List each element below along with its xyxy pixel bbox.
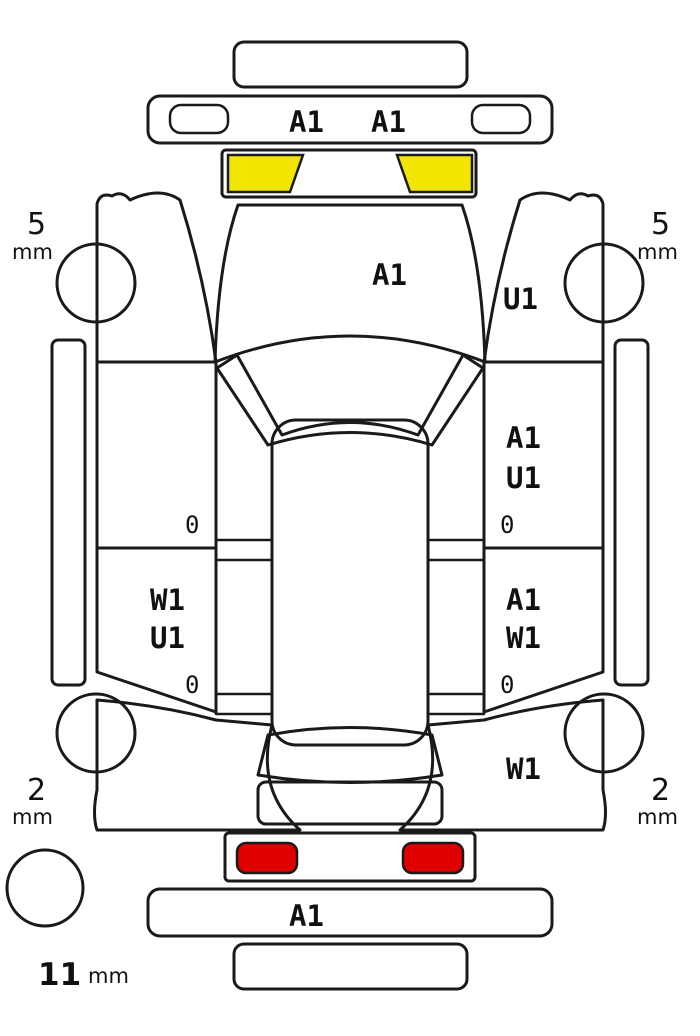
right-c-pillar	[426, 692, 486, 716]
right-side-sill	[613, 338, 650, 687]
front-right-tire	[563, 242, 645, 324]
damage-code-right-front-door-2: U1	[506, 461, 541, 495]
tire-unit-front-right: mm	[637, 240, 678, 264]
front-left-tire	[55, 242, 137, 324]
roof	[270, 418, 430, 747]
left-b-pillar	[214, 538, 274, 562]
damage-code-left-rear-door-1: W1	[150, 583, 185, 617]
tire-depth-rear-right: 2	[651, 773, 670, 808]
left-front-fender	[95, 191, 218, 364]
spare-tire	[5, 848, 85, 928]
tire-unit-rear-right: mm	[637, 805, 678, 829]
rear-right-tire	[563, 692, 645, 774]
left-rear-quarter	[93, 698, 302, 832]
taillight-right	[401, 841, 465, 875]
rear-panel	[223, 831, 477, 883]
right-rear-door	[482, 546, 605, 714]
hood	[213, 203, 487, 364]
rear-window	[256, 726, 444, 784]
fog-lamp-left	[168, 103, 230, 135]
fog-lamp-right	[470, 103, 532, 135]
right-rear-quarter	[398, 698, 607, 832]
headlight-right	[395, 153, 474, 194]
rear-end-panel	[232, 942, 469, 991]
trunk-lid	[256, 780, 444, 826]
front-grille	[220, 148, 478, 199]
headlight-left	[226, 153, 305, 194]
rear-bumper	[146, 887, 554, 938]
door-handle-mark: 0	[500, 671, 514, 699]
damage-code-right-front-fender: U1	[503, 282, 538, 316]
taillight-left	[235, 841, 299, 875]
damage-code-right-rear-door-1: A1	[506, 583, 541, 617]
tire-depth-front-left: 5	[27, 207, 46, 242]
door-handle-mark: 0	[185, 511, 199, 539]
left-side-sill	[50, 338, 87, 687]
tire-unit-front-left: mm	[12, 240, 53, 264]
damage-code-hood: A1	[372, 258, 407, 292]
damage-code-right-front-door-1: A1	[506, 421, 541, 455]
tire-unit-spare: mm	[88, 964, 129, 988]
damage-code-rear-bumper: A1	[289, 899, 324, 933]
damage-code-right-rear-door-2: W1	[506, 621, 541, 655]
right-front-fender	[482, 191, 605, 364]
right-b-pillar	[426, 538, 486, 562]
front-end-panel	[232, 40, 469, 89]
tire-depth-rear-left: 2	[27, 773, 46, 808]
damage-code-front-bumper-left: A1	[289, 105, 324, 139]
door-handle-mark: 0	[500, 511, 514, 539]
tire-depth-front-right: 5	[651, 207, 670, 242]
door-handle-mark: 0	[185, 671, 199, 699]
rear-left-tire	[55, 692, 137, 774]
left-c-pillar	[214, 692, 274, 716]
tire-unit-rear-left: mm	[12, 805, 53, 829]
damage-code-front-bumper-right: A1	[371, 105, 406, 139]
damage-code-left-rear-door-2: U1	[150, 621, 185, 655]
tire-depth-spare: 11	[38, 957, 81, 993]
front-bumper	[146, 94, 554, 145]
windshield	[215, 353, 485, 447]
damage-code-right-rear-quarter: W1	[506, 752, 541, 786]
